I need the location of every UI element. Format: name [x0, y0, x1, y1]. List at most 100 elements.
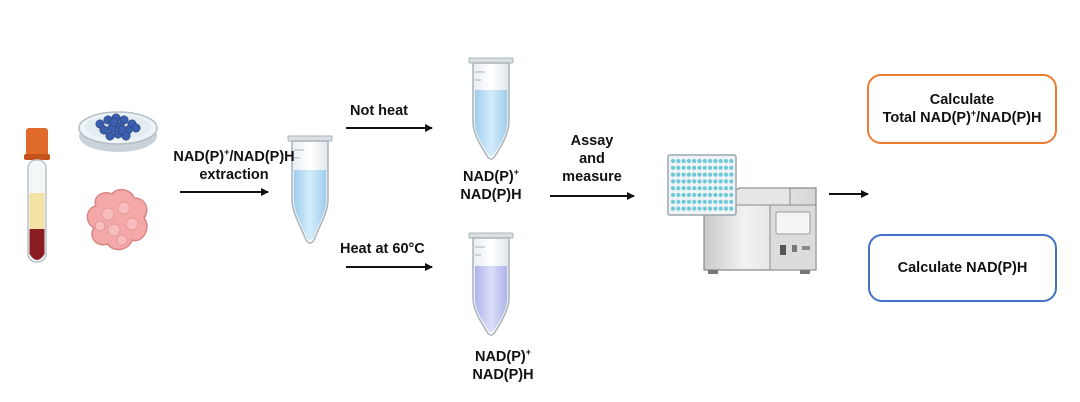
well-icon: [718, 179, 723, 184]
well-icon: [686, 172, 692, 177]
well-icon: [676, 158, 681, 164]
well-icon: [718, 199, 723, 204]
well-icon: [692, 199, 697, 204]
cell-icon: [109, 117, 119, 127]
not-heated-tube-icon: [468, 57, 514, 160]
well-icon: [729, 192, 734, 198]
well-icon: [676, 179, 681, 184]
calculate-total-box: Calculate Total NAD(P)+/NAD(P)H: [867, 74, 1057, 144]
well-icon: [702, 206, 707, 211]
well-icon: [729, 199, 734, 204]
well-icon: [686, 186, 692, 191]
well-icon: [708, 172, 713, 177]
well-icon: [708, 165, 713, 170]
assay-label-line2: and: [579, 151, 605, 167]
calculate-total-line1: Calculate: [929, 92, 995, 108]
well-icon: [723, 172, 729, 177]
well-icon: [708, 206, 713, 211]
well-icon: [697, 179, 702, 184]
well-icon: [670, 192, 676, 198]
well-icon: [681, 199, 686, 204]
cell-icon: [105, 131, 115, 141]
well-icon: [708, 158, 713, 164]
assay-label: Assay and measure: [548, 132, 636, 186]
well-icon: [670, 206, 676, 211]
well-icon: [718, 192, 723, 198]
assay-label-line3: measure: [562, 169, 622, 185]
not-heated-oxidized: NAD(P)+: [462, 167, 519, 185]
well-icon: [670, 199, 676, 204]
well-icon: [713, 186, 718, 191]
blood-tube-icon: [24, 128, 50, 263]
well-icon: [692, 158, 697, 164]
well-icon: [702, 179, 707, 184]
assay-label-line1: Assay: [570, 133, 614, 149]
well-icon: [697, 192, 702, 198]
well-icon: [708, 186, 713, 191]
well-icon: [670, 186, 676, 191]
well-icon: [676, 192, 681, 198]
well-icon: [723, 206, 729, 211]
not-heated-products: NAD(P)+ NAD(P)H: [446, 168, 536, 204]
well-icon: [723, 158, 729, 164]
well-icon: [713, 179, 718, 184]
well-icon: [692, 186, 697, 191]
well-icon: [681, 172, 686, 177]
well-icon: [686, 206, 692, 211]
well-icon: [718, 172, 723, 177]
not-heat-label: Not heat: [350, 103, 408, 119]
well-icon: [718, 165, 723, 170]
well-icon: [713, 206, 718, 211]
well-icon: [692, 165, 697, 170]
heated-products: NAD(P)+ NAD(P)H: [458, 348, 548, 384]
well-icon: [670, 158, 676, 164]
well-icon: [692, 179, 697, 184]
heated-reduced: NAD(P)H: [472, 367, 534, 383]
well-icon: [681, 158, 686, 164]
well-icon: [681, 192, 686, 198]
well-icon: [723, 192, 729, 198]
well-icon: [729, 158, 734, 164]
well-icon: [670, 165, 676, 170]
well-icon: [729, 206, 734, 211]
well-icon: [692, 192, 697, 198]
well-icon: [718, 206, 723, 211]
well-icon: [697, 165, 702, 170]
extraction-label-line1: NAD(P)+/NAD(P)H: [173, 147, 295, 165]
well-icon: [708, 179, 713, 184]
well-icon: [676, 206, 681, 211]
extraction-label: NAD(P)+/NAD(P)H extraction: [150, 148, 318, 184]
petri-dish-icon: [78, 111, 158, 152]
not-heated-reduced: NAD(P)H: [460, 187, 522, 203]
calculate-reduced-box: Calculate NAD(P)H: [868, 234, 1057, 302]
well-icon: [729, 172, 734, 177]
extraction-label-line2: extraction: [199, 167, 269, 183]
well-icon: [686, 199, 692, 204]
heat-label: Heat at 60°C: [340, 241, 425, 257]
well-icon: [670, 172, 676, 177]
well-icon: [702, 192, 707, 198]
well-plate-icon: [667, 154, 737, 216]
well-icon: [702, 158, 707, 164]
well-icon: [676, 199, 681, 204]
well-icon: [681, 165, 686, 170]
well-icon: [713, 158, 718, 164]
extract-tube-icon: [287, 135, 333, 244]
well-icon: [670, 179, 676, 184]
well-icon: [697, 206, 702, 211]
well-icon: [729, 179, 734, 184]
well-icon: [676, 172, 681, 177]
well-icon: [723, 186, 729, 191]
well-icon: [686, 165, 692, 170]
well-icon: [702, 199, 707, 204]
well-icon: [686, 179, 692, 184]
well-icon: [692, 206, 697, 211]
well-icon: [702, 186, 707, 191]
well-icon: [708, 199, 713, 204]
cell-icon: [131, 123, 141, 133]
well-icon: [697, 186, 702, 191]
well-icon: [686, 192, 692, 198]
well-icon: [697, 158, 702, 164]
well-icon: [718, 186, 723, 191]
